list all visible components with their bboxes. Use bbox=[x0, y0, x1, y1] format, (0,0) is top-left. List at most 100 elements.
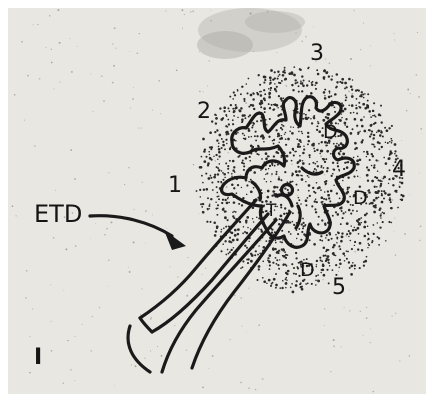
stipple-dot bbox=[204, 148, 206, 150]
stipple-dot bbox=[260, 102, 263, 105]
stipple-dot bbox=[275, 173, 277, 175]
stipple-dot bbox=[261, 201, 263, 203]
stipple-dot bbox=[246, 247, 248, 249]
stipple-dot bbox=[258, 245, 259, 246]
paper-speck bbox=[65, 248, 67, 250]
stipple-dot bbox=[315, 82, 318, 85]
paper-speck bbox=[74, 178, 76, 180]
stipple-dot bbox=[230, 129, 232, 131]
stipple-dot bbox=[241, 187, 242, 188]
stipple-dot bbox=[313, 148, 315, 150]
stipple-dot bbox=[231, 173, 233, 175]
paper-speck bbox=[417, 32, 418, 33]
stipple-dot bbox=[372, 240, 374, 242]
paper-speck bbox=[271, 175, 272, 176]
stipple-dot bbox=[269, 268, 271, 270]
stipple-dot bbox=[325, 237, 327, 239]
stipple-dot bbox=[335, 264, 337, 266]
stipple-dot bbox=[350, 265, 352, 267]
stipple-dot bbox=[225, 226, 227, 228]
stipple-dot bbox=[367, 106, 370, 109]
stipple-dot bbox=[246, 232, 249, 235]
stipple-dot bbox=[359, 158, 362, 161]
paper-speck bbox=[112, 82, 114, 84]
paper-speck bbox=[184, 14, 185, 15]
stipple-dot bbox=[306, 84, 308, 86]
stipple-dot bbox=[332, 215, 334, 217]
paper-speck bbox=[212, 355, 214, 357]
stipple-dot bbox=[342, 217, 344, 219]
stipple-dot bbox=[285, 277, 287, 279]
stipple-dot bbox=[364, 221, 367, 224]
stipple-dot bbox=[249, 160, 251, 162]
stipple-dot bbox=[262, 260, 264, 262]
stipple-dot bbox=[333, 184, 335, 186]
stipple-dot bbox=[229, 251, 231, 253]
stipple-dot bbox=[312, 187, 314, 189]
stipple-dot bbox=[268, 279, 271, 282]
stipple-dot bbox=[278, 114, 280, 116]
stipple-dot bbox=[302, 118, 304, 120]
paper-speck bbox=[338, 271, 339, 272]
stipple-dot bbox=[202, 211, 205, 214]
stipple-dot bbox=[383, 212, 385, 214]
paper-speck bbox=[394, 40, 395, 41]
stipple-dot bbox=[357, 176, 359, 178]
stipple-dot bbox=[329, 265, 331, 267]
paper-speck bbox=[108, 260, 109, 261]
stipple-dot bbox=[221, 202, 223, 204]
stipple-dot bbox=[289, 151, 291, 153]
stipple-dot bbox=[217, 159, 218, 160]
stipple-dot bbox=[225, 254, 227, 256]
stipple-dot bbox=[367, 180, 369, 182]
stipple-dot bbox=[345, 94, 347, 96]
stipple-dot bbox=[323, 198, 325, 200]
stipple-dot bbox=[251, 126, 253, 128]
stipple-dot bbox=[361, 91, 363, 93]
stipple-dot bbox=[375, 116, 377, 118]
stipple-dot bbox=[323, 255, 325, 257]
paper-speck bbox=[67, 340, 68, 341]
stipple-dot bbox=[312, 144, 314, 146]
stipple-dot bbox=[330, 175, 332, 177]
paper-speck bbox=[333, 345, 335, 347]
stipple-dot bbox=[233, 166, 235, 168]
stipple-dot bbox=[290, 287, 292, 289]
stipple-dot bbox=[338, 153, 340, 155]
paper-speck bbox=[145, 243, 146, 244]
paper-speck bbox=[63, 290, 64, 291]
paper-speck bbox=[182, 28, 183, 29]
stipple-dot bbox=[295, 82, 297, 84]
stipple-dot bbox=[367, 93, 369, 95]
paper-speck bbox=[363, 335, 364, 336]
stipple-dot bbox=[266, 173, 268, 175]
stipple-dot bbox=[256, 153, 258, 155]
stipple-dot bbox=[317, 122, 319, 124]
stipple-dot bbox=[232, 212, 234, 214]
stipple-dot bbox=[308, 154, 310, 156]
stipple-dot bbox=[315, 198, 317, 200]
stipple-dot bbox=[227, 198, 229, 200]
stipple-dot bbox=[350, 225, 351, 226]
region-number-4: 4 bbox=[392, 157, 406, 182]
stipple-dot bbox=[378, 244, 380, 246]
stipple-dot bbox=[293, 74, 296, 77]
stipple-dot bbox=[384, 127, 386, 129]
stipple-dot bbox=[308, 176, 309, 177]
paper-speck bbox=[404, 233, 406, 235]
paper-speck bbox=[357, 127, 358, 128]
stipple-dot bbox=[331, 75, 332, 76]
stipple-dot bbox=[279, 241, 281, 243]
stipple-dot bbox=[244, 117, 246, 119]
stipple-dot bbox=[335, 234, 337, 236]
stipple-dot bbox=[390, 207, 392, 209]
stipple-dot bbox=[374, 191, 377, 194]
stipple-dot bbox=[347, 201, 350, 204]
paper-speck bbox=[51, 62, 53, 64]
stipple-dot bbox=[355, 107, 357, 109]
paper-speck bbox=[70, 149, 72, 151]
stipple-dot bbox=[377, 170, 379, 172]
stipple-dot bbox=[268, 156, 270, 158]
stipple-dot bbox=[339, 263, 342, 266]
stipple-dot bbox=[397, 207, 399, 209]
